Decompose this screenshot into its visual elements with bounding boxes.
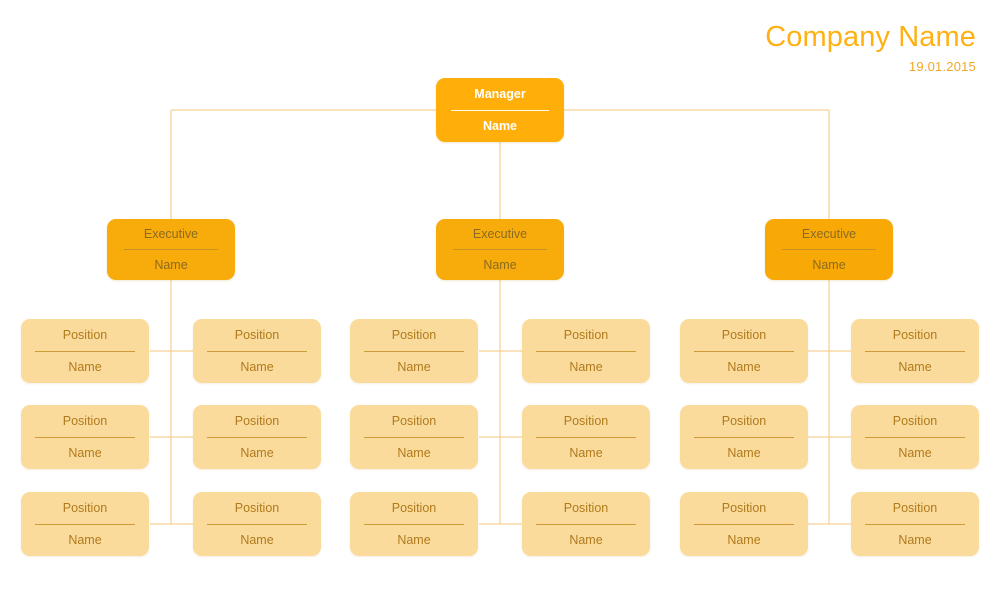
divider [865, 436, 965, 438]
org-node-position-g3-r1-left[interactable]: Position Name [680, 319, 808, 383]
executive-role: Executive [472, 227, 528, 241]
position-role: Position [62, 413, 108, 428]
position-person: Name [569, 446, 603, 461]
divider [536, 436, 636, 438]
page-title: Company Name [765, 21, 976, 53]
org-node-position-g2-r1-left[interactable]: Position Name [350, 319, 478, 383]
position-role: Position [563, 413, 609, 428]
divider [35, 523, 135, 525]
position-person: Name [397, 533, 431, 548]
position-role: Position [563, 500, 609, 515]
position-person: Name [68, 360, 102, 375]
divider [865, 523, 965, 525]
position-role: Position [892, 413, 938, 428]
divider [536, 350, 636, 352]
executive-role: Executive [801, 227, 857, 241]
org-node-position-g1-r3-right[interactable]: Position Name [193, 492, 321, 556]
divider [781, 249, 877, 250]
org-node-position-g2-r2-left[interactable]: Position Name [350, 405, 478, 469]
position-person: Name [68, 533, 102, 548]
position-person: Name [569, 533, 603, 548]
org-node-position-g1-r2-right[interactable]: Position Name [193, 405, 321, 469]
position-role: Position [563, 327, 609, 342]
org-node-position-g3-r3-right[interactable]: Position Name [851, 492, 979, 556]
org-node-position-g2-r3-right[interactable]: Position Name [522, 492, 650, 556]
org-node-executive-1[interactable]: Executive Name [107, 219, 235, 280]
executive-role: Executive [143, 227, 199, 241]
position-person: Name [397, 360, 431, 375]
position-role: Position [62, 327, 108, 342]
manager-role: Manager [474, 86, 526, 101]
divider [123, 249, 219, 250]
position-role: Position [234, 327, 280, 342]
divider [451, 109, 549, 111]
org-node-executive-3[interactable]: Executive Name [765, 219, 893, 280]
org-node-position-g3-r2-left[interactable]: Position Name [680, 405, 808, 469]
org-node-position-g2-r3-left[interactable]: Position Name [350, 492, 478, 556]
position-person: Name [68, 446, 102, 461]
position-person: Name [569, 360, 603, 375]
divider [35, 436, 135, 438]
org-node-position-g3-r3-left[interactable]: Position Name [680, 492, 808, 556]
position-role: Position [721, 500, 767, 515]
position-role: Position [721, 413, 767, 428]
chart-date: 19.01.2015 [908, 58, 976, 74]
org-node-executive-2[interactable]: Executive Name [436, 219, 564, 280]
position-role: Position [391, 327, 437, 342]
org-node-position-g2-r1-right[interactable]: Position Name [522, 319, 650, 383]
org-node-manager[interactable]: Manager Name [436, 78, 564, 142]
position-person: Name [397, 446, 431, 461]
divider [694, 350, 794, 352]
position-role: Position [234, 413, 280, 428]
position-person: Name [727, 446, 761, 461]
divider [364, 436, 464, 438]
manager-person: Name [482, 119, 518, 134]
org-node-position-g1-r1-left[interactable]: Position Name [21, 319, 149, 383]
divider [35, 350, 135, 352]
org-node-position-g3-r2-right[interactable]: Position Name [851, 405, 979, 469]
executive-person: Name [154, 258, 188, 272]
divider [364, 523, 464, 525]
divider [207, 523, 307, 525]
divider [207, 436, 307, 438]
position-role: Position [892, 500, 938, 515]
position-person: Name [727, 360, 761, 375]
org-node-position-g1-r1-right[interactable]: Position Name [193, 319, 321, 383]
position-role: Position [62, 500, 108, 515]
position-person: Name [898, 360, 932, 375]
divider [207, 350, 307, 352]
executive-person: Name [812, 258, 846, 272]
org-node-position-g1-r2-left[interactable]: Position Name [21, 405, 149, 469]
position-person: Name [898, 446, 932, 461]
position-person: Name [240, 533, 274, 548]
divider [694, 523, 794, 525]
org-node-position-g2-r2-right[interactable]: Position Name [522, 405, 650, 469]
executive-person: Name [483, 258, 517, 272]
divider [865, 350, 965, 352]
position-person: Name [240, 360, 274, 375]
position-person: Name [898, 533, 932, 548]
org-node-position-g1-r3-left[interactable]: Position Name [21, 492, 149, 556]
divider [694, 436, 794, 438]
position-role: Position [721, 327, 767, 342]
position-role: Position [391, 500, 437, 515]
position-role: Position [892, 327, 938, 342]
divider [364, 350, 464, 352]
chart-header: Company Name 19.01.2015 [765, 21, 976, 74]
position-person: Name [240, 446, 274, 461]
divider [452, 249, 548, 250]
divider [536, 523, 636, 525]
org-node-position-g3-r1-right[interactable]: Position Name [851, 319, 979, 383]
position-person: Name [727, 533, 761, 548]
position-role: Position [391, 413, 437, 428]
position-role: Position [234, 500, 280, 515]
